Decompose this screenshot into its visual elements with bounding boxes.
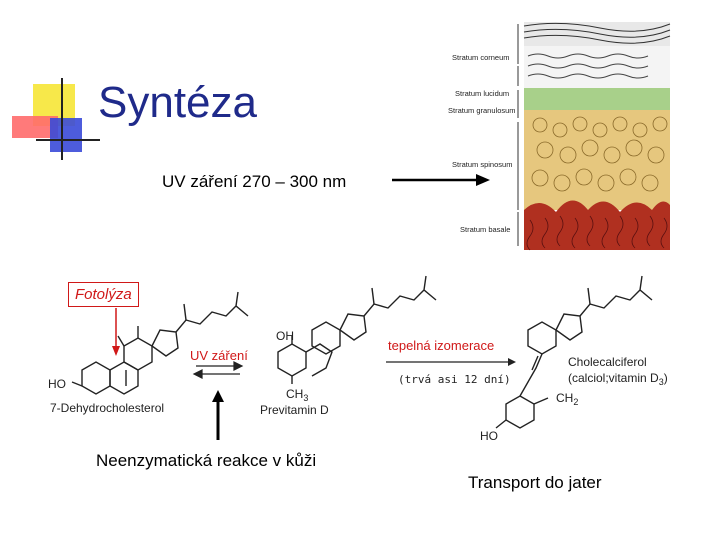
neenzym-arrow [212, 390, 224, 440]
dehydrocholesterol-label: 7-Dehydrocholesterol [50, 401, 164, 415]
fotolyza-arrow [112, 308, 120, 356]
stratum-spinosum-label: Stratum spinosum [452, 160, 512, 169]
ch2-label: CH2 [556, 391, 578, 407]
transport-label: Transport do jater [468, 473, 602, 492]
title-decoration [12, 78, 100, 160]
dehydrocholesterol-structure [71, 291, 249, 395]
previtamin-label: Previtamin D [260, 403, 329, 417]
uv-arrow [392, 174, 490, 186]
uv-zareni-label: UV záření [190, 348, 248, 363]
ho-left-label: HO [48, 377, 66, 391]
oh-upper-label: OH [276, 329, 294, 343]
ch3-label: CH3 [286, 387, 308, 403]
skin-diagram: Stratum corneum Stratum lucidum Stratum … [448, 22, 671, 251]
isomerace-arrow [386, 358, 516, 366]
stratum-basale-label: Stratum basale [460, 225, 510, 234]
stratum-lucidum-label: Stratum lucidum [455, 89, 509, 98]
ho-right-label: HO [480, 429, 498, 443]
slide-title: Syntéza [98, 78, 257, 127]
uv-radiation-label: UV záření 270 – 300 nm [162, 172, 347, 191]
uv-equilibrium-arrows [192, 361, 244, 379]
stratum-granulosum-label: Stratum granulosum [448, 106, 516, 115]
neenzymaticka-label: Neenzymatická reakce v kůži [96, 451, 317, 470]
cholecalciferol-structure [495, 275, 653, 429]
fotolyza-box: Fotolýza [68, 282, 139, 307]
calciol-label: (calciol;vitamin D3) [568, 371, 668, 387]
cholecalciferol-label: Cholecalciferol [568, 355, 647, 369]
trva-label: (trvá asi 12 dní) [398, 373, 511, 386]
tepelna-izomerace-label: tepelná izomerace [388, 338, 494, 353]
previtamin-structure [277, 275, 437, 384]
stratum-corneum-label: Stratum corneum [452, 53, 510, 62]
